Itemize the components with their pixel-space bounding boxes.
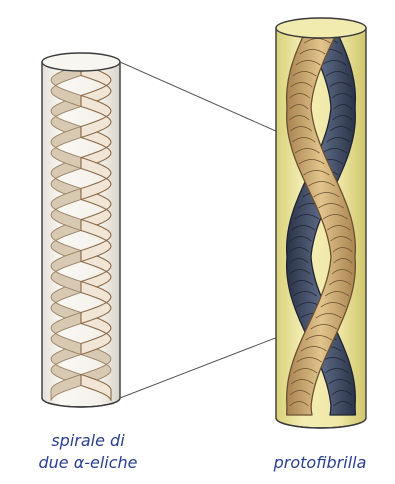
caption-suffix: -eliche [84, 453, 137, 472]
caption-prefix: due [38, 453, 73, 472]
protofibril-cylinder [276, 18, 366, 428]
caption-line-2: due α-eliche [18, 452, 158, 474]
caption-line-1: spirale di [18, 430, 158, 452]
zoom-connector-lines [120, 62, 296, 398]
protofibril-label: protofibrilla [274, 453, 367, 472]
protofibril-caption: protofibrilla [250, 452, 390, 474]
alpha-helix-coil-cylinder [42, 53, 120, 407]
alpha-symbol: α [74, 453, 85, 472]
alpha-helix-caption: spirale di due α-eliche [18, 430, 158, 474]
